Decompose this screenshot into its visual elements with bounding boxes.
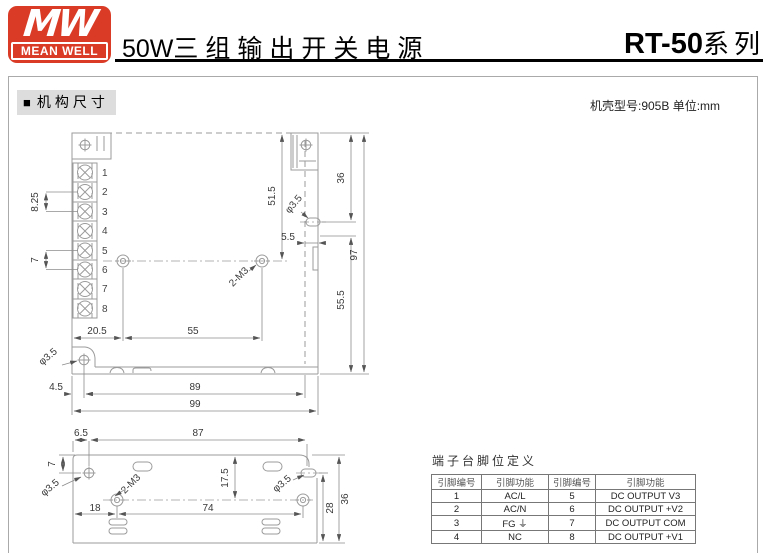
dim-left-span: 18 [89, 503, 101, 514]
pin-function: DC OUTPUT V3 [595, 489, 696, 503]
pin-col-header: 引脚编号 [548, 474, 596, 490]
dim-hole-span: 55 [187, 326, 199, 337]
pin-col-header: 引脚功能 [595, 474, 696, 490]
pin-function: NC [481, 530, 549, 544]
dim-top-seg: 36 [336, 172, 347, 184]
logo-brand-name: MEAN WELL [11, 42, 108, 60]
case-model-note: 机壳型号:905B 单位:mm [590, 99, 721, 113]
dim-bottom-seg: 55.5 [336, 290, 347, 310]
title-text: 三组输出开关电源 [173, 35, 430, 63]
main-view-dimensions: 8.25 7 51.5 φ3.5 5.5 36 55.5 [30, 132, 369, 415]
terminal-number-4: 4 [102, 226, 108, 237]
dim-total-height: 97 [349, 249, 360, 261]
terminal-numbers: 1 2 3 4 5 6 7 8 [102, 168, 108, 315]
terminal-number-1: 1 [102, 168, 108, 179]
terminal-number-3: 3 [102, 207, 108, 218]
pin-number: 1 [431, 489, 482, 503]
dim-slot-dia-side: φ3.5 [271, 473, 294, 495]
dim-right-seg: 28 [325, 502, 336, 514]
main-view-holes [77, 138, 313, 367]
dim-corner-offset: 4.5 [49, 382, 63, 393]
dim-holes-label: 2-M3 [227, 265, 251, 289]
pin-col-header: 引脚编号 [431, 474, 482, 490]
dim-total-height-side: 36 [340, 493, 351, 505]
side-view-outline [72, 454, 324, 544]
pin-function: DC OUTPUT +V2 [595, 502, 696, 516]
section-marker-icon: ■ [23, 95, 31, 110]
series-suffix: 系列 [702, 29, 765, 59]
title-wattage: 50W [122, 35, 174, 63]
pin-col-header: 引脚功能 [481, 474, 549, 490]
dim-mid-height: 17.5 [220, 468, 231, 488]
pin-function: AC/N [481, 502, 549, 516]
dim-total-width: 99 [189, 399, 201, 410]
side-view-holes [82, 466, 313, 507]
pin-number: 6 [548, 502, 596, 516]
terminal-number-7: 7 [102, 284, 108, 295]
dim-inner-width: 89 [189, 382, 201, 393]
series-name: RT-50系列 [624, 24, 765, 61]
terminal-number-8: 8 [102, 304, 108, 315]
dim-hole-span-side: 74 [202, 503, 214, 514]
dim-inner-height: 51.5 [267, 186, 278, 206]
terminal-block [72, 162, 98, 319]
pin-number: 8 [548, 530, 596, 544]
pin-table-row: 3 FG ⏚ 7 DC OUTPUT COM [431, 515, 696, 531]
dim-pitch-a: 8.25 [30, 192, 41, 212]
main-view-outline [71, 132, 326, 375]
pin-number: 5 [548, 489, 596, 503]
pin-number: 2 [431, 502, 482, 516]
dim-inset-left: 20.5 [87, 326, 107, 337]
dim-pitch-b: 7 [30, 257, 41, 263]
dim-hole-down: 7 [47, 461, 58, 467]
dim-edge-offset: 6.5 [74, 428, 88, 439]
terminal-number-6: 6 [102, 265, 108, 276]
pin-table-section: 端子台脚位定义 引脚编号 引脚功能 引脚编号 引脚功能 1 AC/L 5 DC … [431, 452, 696, 544]
dim-hole-dia-left: φ3.5 [39, 477, 62, 499]
content-frame [8, 76, 758, 553]
terminal-number-2: 2 [102, 187, 108, 198]
page-title: 50W三组输出开关电源 [122, 29, 429, 65]
series-model: RT-50 [624, 28, 703, 60]
meanwell-logo: MW MEAN WELL [8, 6, 111, 63]
pin-table-title: 端子台脚位定义 [432, 454, 538, 468]
pin-function: AC/L [481, 489, 549, 503]
pin-number: 4 [431, 530, 482, 544]
dim-top-span: 87 [192, 428, 204, 439]
pin-function: FG ⏚ [481, 515, 549, 531]
pin-function: DC OUTPUT +V1 [595, 530, 696, 544]
side-view-dimensions: 6.5 87 7 φ3.5 2-M3 17.5 φ3.5 [39, 428, 351, 544]
dim-corner-dia: φ3.5 [37, 346, 60, 368]
pin-table: 引脚编号 引脚功能 引脚编号 引脚功能 1 AC/L 5 DC OUTPUT V… [431, 474, 696, 544]
pin-table-row: 4 NC 8 DC OUTPUT +V1 [431, 530, 696, 544]
dim-slot-offset: 5.5 [281, 232, 295, 243]
pin-table-header-row: 引脚编号 引脚功能 引脚编号 引脚功能 [431, 474, 696, 490]
main-view-drawing: 1 2 3 4 5 6 7 8 [30, 132, 369, 415]
dim-holes-label-side: 2-M3 [119, 472, 143, 496]
header-rule [115, 59, 763, 62]
side-view-drawing: 6.5 87 7 φ3.5 2-M3 17.5 φ3.5 [39, 428, 351, 544]
pin-number: 7 [548, 515, 596, 531]
terminal-number-5: 5 [102, 246, 108, 257]
pin-function: DC OUTPUT COM [595, 515, 696, 531]
pin-table-row: 1 AC/L 5 DC OUTPUT V3 [431, 489, 696, 503]
section-header: ■ 机构尺寸 [17, 90, 116, 115]
pin-number: 3 [431, 515, 482, 531]
pin-table-row: 2 AC/N 6 DC OUTPUT +V2 [431, 502, 696, 516]
section-label: 机构尺寸 [36, 94, 109, 110]
